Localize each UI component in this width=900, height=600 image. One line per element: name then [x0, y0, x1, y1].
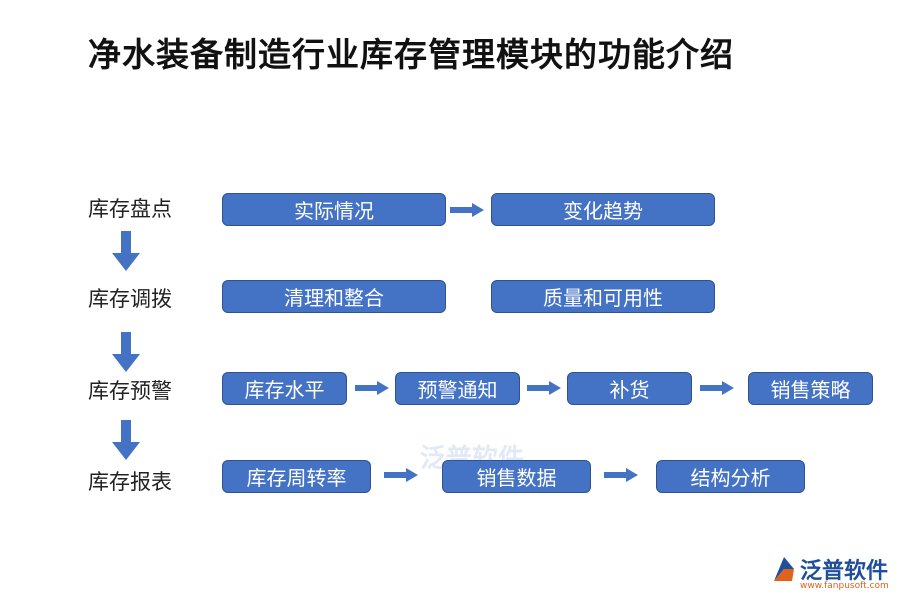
- stage-label-inventory-transfer: 库存调拨: [88, 287, 172, 311]
- right-arrow-icon: [527, 381, 561, 395]
- box-sales-data: 销售数据: [442, 460, 591, 493]
- right-arrow-icon: [604, 468, 638, 482]
- stage-label-inventory-report: 库存报表: [88, 470, 172, 494]
- right-arrow-icon: [450, 203, 484, 217]
- box-structure-analysis: 结构分析: [656, 460, 805, 493]
- down-arrow-icon: [112, 332, 140, 372]
- box-turnover-rate: 库存周转率: [222, 460, 371, 493]
- box-actual-status: 实际情况: [222, 193, 446, 226]
- box-quality-availability: 质量和可用性: [491, 280, 715, 313]
- logo-name: 泛普软件: [800, 559, 889, 584]
- brand-logo: 泛普软件 www.fanpusoft.com: [770, 551, 892, 596]
- watermark: 泛普软件: [420, 444, 525, 474]
- box-warning-notice: 预警通知: [395, 372, 520, 405]
- down-arrow-icon: [112, 420, 140, 460]
- stage-label-inventory-warning: 库存预警: [88, 379, 172, 403]
- box-replenishment: 补货: [567, 372, 692, 405]
- logo-url: www.fanpusoft.com: [800, 581, 889, 591]
- right-arrow-icon: [384, 468, 418, 482]
- right-arrow-icon: [700, 381, 734, 395]
- box-trend: 变化趋势: [491, 193, 715, 226]
- logo-mark-icon: [774, 557, 794, 581]
- box-cleanup-integration: 清理和整合: [222, 280, 446, 313]
- down-arrow-icon: [112, 231, 140, 271]
- stage-label-inventory-count: 库存盘点: [88, 197, 172, 221]
- box-inventory-level: 库存水平: [222, 372, 347, 405]
- box-sales-strategy: 销售策略: [748, 372, 873, 405]
- page-title: 净水装备制造行业库存管理模块的功能介绍: [88, 35, 734, 74]
- right-arrow-icon: [355, 381, 389, 395]
